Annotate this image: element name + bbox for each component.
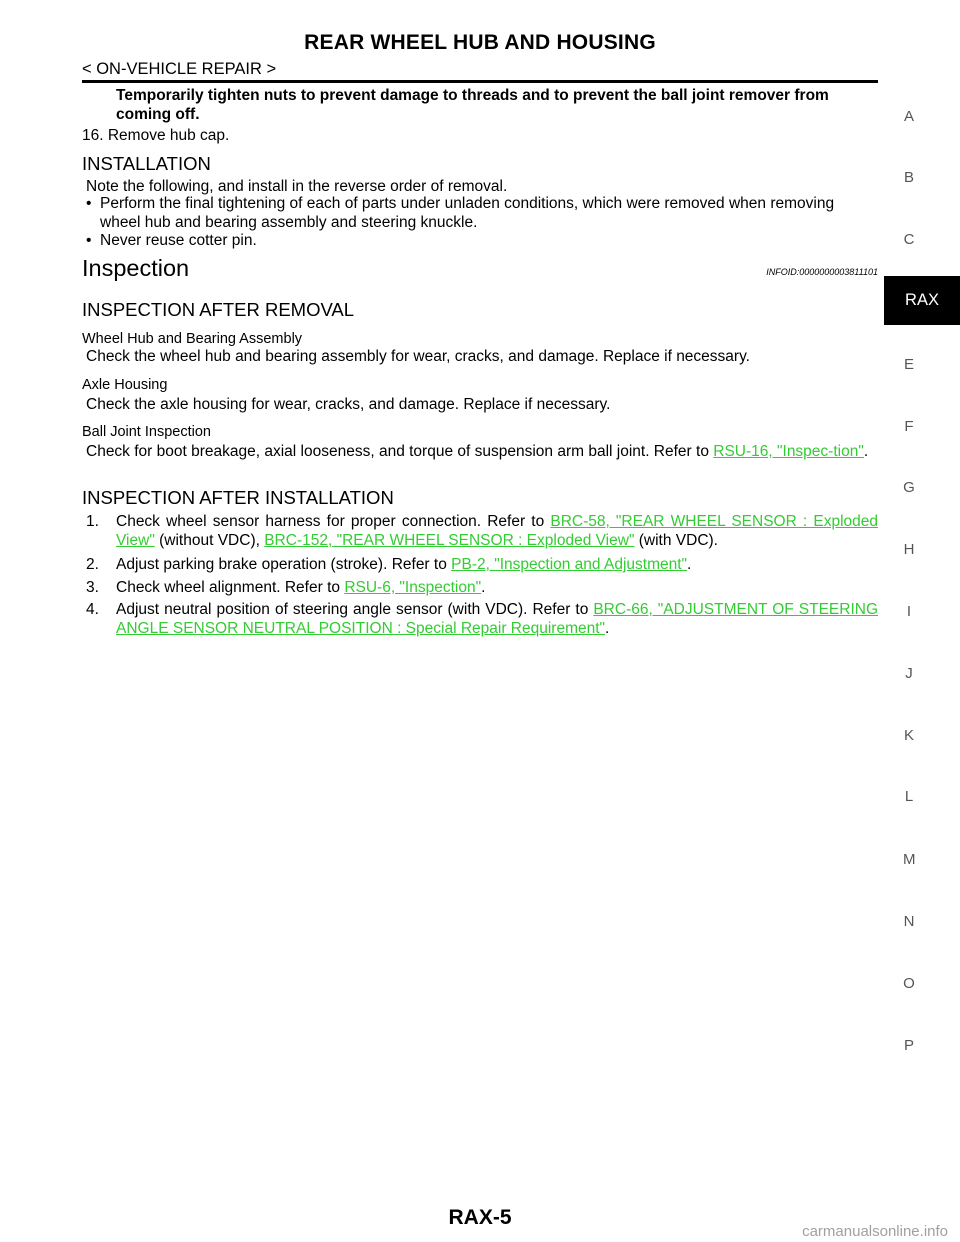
removal-step-16: 16. Remove hub cap.	[82, 127, 230, 144]
page-title: REAR WHEEL HUB AND HOUSING	[304, 31, 656, 54]
installation-step-3: 3. Check wheel alignment. Refer to RSU-6…	[86, 578, 878, 597]
step-number: 1.	[86, 513, 99, 530]
step-text-post: .	[605, 620, 610, 637]
step-number: 2.	[86, 556, 99, 573]
side-index-i[interactable]: I	[906, 603, 912, 620]
brc-66-link[interactable]: BRC-66, "ADJUSTMENT OF STEERING ANGLE SE…	[116, 601, 878, 637]
bullet-mark: •	[86, 195, 92, 212]
wheel-hub-text: Check the wheel hub and bearing assembly…	[86, 348, 750, 365]
step-text-mid: (without VDC),	[154, 532, 265, 549]
step-number: 3.	[86, 579, 99, 596]
side-index-m[interactable]: M	[903, 851, 916, 868]
side-index-b[interactable]: B	[903, 169, 914, 186]
wheel-hub-subheading: Wheel Hub and Bearing Assembly	[82, 331, 303, 347]
side-index-h[interactable]: H	[903, 541, 915, 558]
info-id: INFOID:0000000003811101	[766, 267, 878, 277]
step-text: Check wheel sensor harness for proper co…	[116, 512, 878, 550]
step-text-pre: Adjust parking brake operation (stroke).…	[116, 556, 452, 573]
pb-2-link[interactable]: PB-2, "Inspection and Adjustment"	[451, 556, 688, 573]
step-text-post: (with VDC).	[634, 532, 718, 549]
installation-step-4: 4. Adjust neutral position of steering a…	[86, 600, 878, 638]
side-index-l[interactable]: L	[904, 788, 914, 805]
brc-58-link[interactable]: BRC-58, "REAR WHEEL SENSOR : Exploded Vi…	[116, 513, 878, 549]
side-index-rax-tab[interactable]: RAX	[884, 276, 960, 325]
watermark: carmanualsonline.info	[802, 1223, 948, 1240]
side-index-j[interactable]: J	[905, 665, 913, 682]
side-index-e[interactable]: E	[903, 356, 914, 373]
inspection-title: Inspection	[82, 255, 190, 281]
ball-joint-text: Check for boot breakage, axial looseness…	[86, 442, 878, 461]
after-installation-heading: INSPECTION AFTER INSTALLATION	[82, 487, 394, 508]
installation-bullet-1: • Perform the final tightening of each o…	[86, 194, 878, 232]
ball-joint-link[interactable]: RSU-16, "Inspec-tion"	[713, 443, 864, 460]
side-index-n[interactable]: N	[903, 913, 915, 930]
step-text-pre: Adjust neutral position of steering angl…	[116, 601, 594, 618]
axle-housing-subheading: Axle Housing	[82, 377, 168, 393]
side-index-k[interactable]: K	[903, 727, 914, 744]
side-index-a[interactable]: A	[903, 108, 914, 125]
side-index-g[interactable]: G	[903, 479, 915, 496]
side-index-c[interactable]: C	[903, 231, 915, 248]
side-index-o[interactable]: O	[903, 975, 915, 992]
ball-joint-text-pre: Check for boot breakage, axial looseness…	[86, 443, 714, 460]
bullet-mark: •	[86, 232, 92, 249]
step-text-post: .	[481, 579, 486, 596]
step-text: Check wheel alignment. Refer to RSU-6, "…	[116, 578, 878, 597]
after-removal-heading: INSPECTION AFTER REMOVAL	[82, 299, 355, 320]
step-number: 4.	[86, 601, 99, 618]
installation-heading: INSTALLATION	[82, 153, 211, 174]
installation-bullet-text: Perform the final tightening of each of …	[100, 195, 835, 231]
axle-housing-text: Check the axle housing for wear, cracks,…	[86, 396, 611, 413]
caution-text: Temporarily tighten nuts to prevent dama…	[116, 87, 829, 123]
installation-bullet-text: Never reuse cotter pin.	[100, 232, 257, 249]
header-divider	[82, 80, 878, 83]
step-text-pre: Check wheel alignment. Refer to	[116, 579, 345, 596]
page-number: RAX-5	[448, 1206, 512, 1229]
installation-step-1: 1. Check wheel sensor harness for proper…	[86, 512, 878, 550]
section-breadcrumb: < ON-VEHICLE REPAIR >	[82, 60, 277, 78]
step-text-pre: Check wheel sensor harness for proper co…	[116, 513, 551, 530]
installation-intro: Note the following, and install in the r…	[86, 178, 508, 195]
ball-joint-text-post: .	[863, 443, 869, 460]
installation-step-2: 2. Adjust parking brake operation (strok…	[86, 555, 878, 574]
brc-152-link[interactable]: BRC-152, "REAR WHEEL SENSOR : Exploded V…	[264, 532, 635, 549]
step-text: Adjust neutral position of steering angl…	[116, 600, 878, 638]
step-text-post: .	[687, 556, 692, 573]
step-text: Adjust parking brake operation (stroke).…	[116, 555, 878, 574]
rsu-6-link[interactable]: RSU-6, "Inspection"	[344, 579, 482, 596]
installation-bullet-2: • Never reuse cotter pin.	[86, 231, 878, 250]
ball-joint-subheading: Ball Joint Inspection	[82, 424, 211, 440]
side-index-f[interactable]: F	[904, 418, 914, 435]
side-index-p[interactable]: P	[903, 1037, 914, 1054]
